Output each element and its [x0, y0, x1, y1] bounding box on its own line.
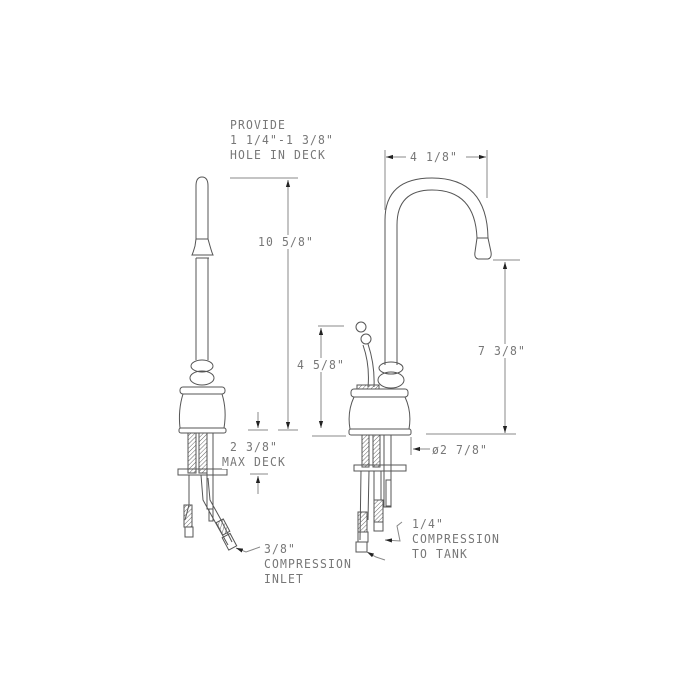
side-spout-tip: [196, 177, 208, 239]
base-diameter-label: ø2 7/8": [432, 443, 489, 457]
side-view: [178, 177, 237, 550]
side-dimensions: [230, 178, 346, 553]
tank-size: 1/4": [412, 517, 445, 531]
max-deck-value: 2 3/8": [230, 440, 279, 454]
dim-total-height-label: 10 5/8": [258, 235, 315, 249]
hole-note-line3: HOLE IN DECK: [230, 148, 327, 162]
hole-note-line1: PROVIDE: [230, 118, 287, 132]
inlet-line2: COMPRESSION: [264, 557, 353, 571]
spout-height-label: 7 3/8": [478, 344, 527, 358]
side-base-body: [179, 394, 225, 428]
inlet-size: 3/8": [264, 542, 297, 556]
hole-note-line2: 1 1/4"-1 3/8": [230, 133, 335, 147]
front-base-body: [349, 397, 410, 429]
tank-line3: TO TANK: [412, 547, 469, 561]
front-view: [349, 178, 491, 552]
inlet-line3: INLET: [264, 572, 305, 586]
max-deck-label: MAX DECK: [222, 455, 287, 469]
tank-line2: COMPRESSION: [412, 532, 501, 546]
dim-handle-height-label: 4 5/8": [297, 358, 346, 372]
gooseneck-spout: [385, 178, 488, 365]
spout-reach-label: 4 1/8": [410, 150, 459, 164]
